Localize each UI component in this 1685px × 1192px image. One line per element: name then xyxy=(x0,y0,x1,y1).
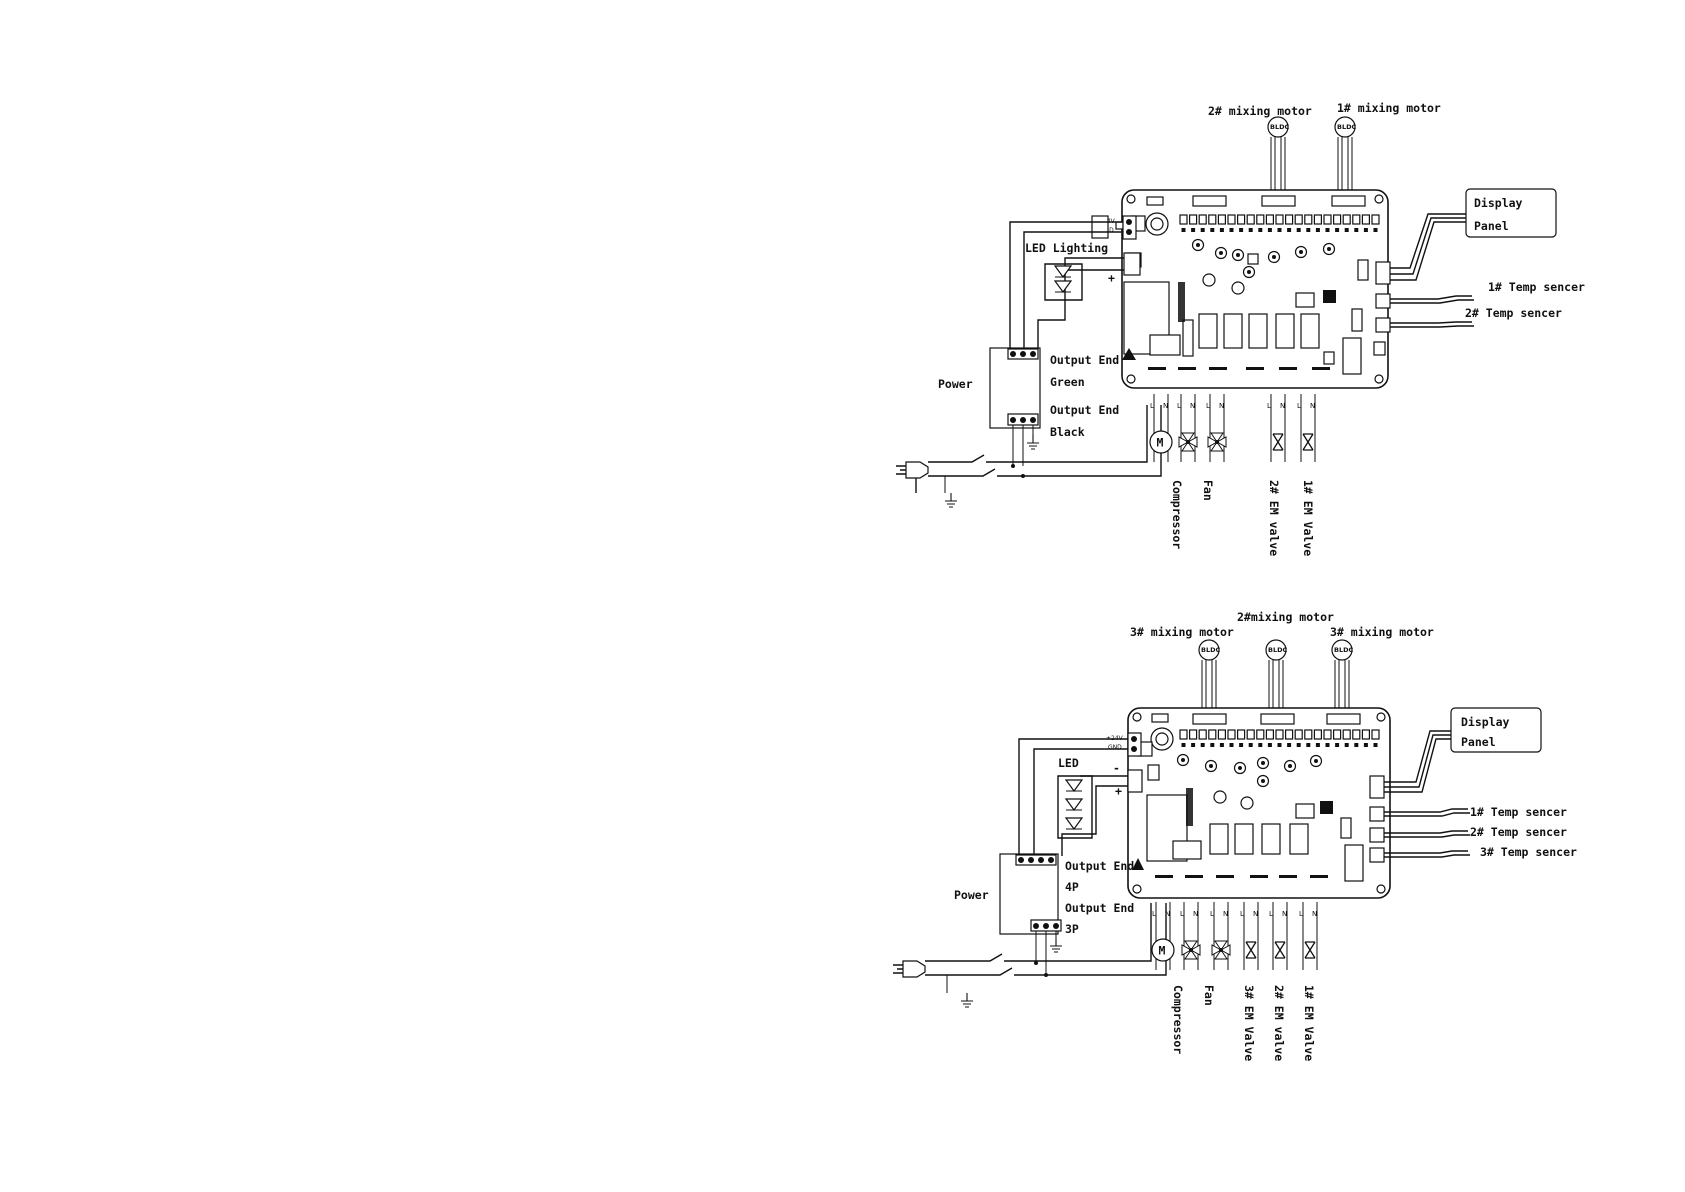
temp-sensor-3-label: 3# Temp sencer xyxy=(1480,845,1577,859)
fan-icon xyxy=(1211,940,1231,960)
em-valve-1-label: 1# EM Valve xyxy=(1301,480,1315,556)
fan-icon xyxy=(1178,432,1198,452)
terminal-n-label: N xyxy=(1282,910,1287,918)
svg-text:BLDC: BLDC xyxy=(1270,123,1289,131)
green-wire-label: Green xyxy=(1050,375,1085,389)
terminal-n-label: N xyxy=(1219,402,1224,410)
mains-plug-icon xyxy=(892,960,926,978)
terminal-n-label: N xyxy=(1165,910,1170,918)
temp-sensor-1-label: 1# Temp sencer xyxy=(1470,805,1567,819)
plus-sign: + xyxy=(1108,271,1115,285)
bldc-motor-icon: BLDC xyxy=(1265,639,1287,661)
terminal-n-label: N xyxy=(1193,910,1198,918)
valve-icon xyxy=(1274,941,1286,959)
output-end-label: Output End xyxy=(1050,403,1119,417)
em-valve-1-label: 1# EM Valve xyxy=(1302,985,1316,1061)
display-panel-label: Display xyxy=(1461,715,1510,729)
warning-icon xyxy=(1122,348,1136,360)
bldc-motor-icon: BLDC xyxy=(1198,639,1220,661)
valve-icon xyxy=(1304,941,1316,959)
svg-text:BLDC: BLDC xyxy=(1201,646,1220,654)
terminal-l-label: L xyxy=(1150,402,1154,410)
led-connector xyxy=(1123,252,1141,276)
compressor-label: Compressor xyxy=(1171,985,1185,1054)
fan-label: Fan xyxy=(1201,480,1215,501)
warning-icon xyxy=(1132,858,1144,870)
compressor-motor-icon xyxy=(1151,938,1175,962)
terminal-l-label: L xyxy=(1240,910,1244,918)
fan-label: Fan xyxy=(1202,985,1216,1006)
terminal-l-label: L xyxy=(1297,402,1301,410)
terminal-l-label: L xyxy=(1152,910,1156,918)
display-panel-label: Panel xyxy=(1474,219,1509,233)
bldc-motor-icon: BLDC xyxy=(1267,116,1289,138)
display-panel-label: Display xyxy=(1474,196,1523,210)
valve-icon xyxy=(1272,433,1284,451)
3p-label: 3P xyxy=(1065,922,1079,936)
display-panel-label: Panel xyxy=(1461,735,1496,749)
compressor-motor-icon xyxy=(1149,430,1173,454)
terminal-n-label: N xyxy=(1190,402,1195,410)
svg-text:BLDC: BLDC xyxy=(1337,123,1356,131)
display-connector xyxy=(1375,261,1391,285)
supply-pin-label: GND xyxy=(1108,744,1122,751)
terminal-n-label: N xyxy=(1310,402,1315,410)
power-label: Power xyxy=(954,888,989,902)
black-wire-label: Black xyxy=(1050,425,1085,439)
mixing-motor-3-label: 3# mixing motor xyxy=(1130,625,1234,639)
mixing-motor-1-label: 1# mixing motor xyxy=(1337,101,1441,115)
mixing-motor-2-label: 2#mixing motor xyxy=(1237,610,1334,624)
svg-text:BLDC: BLDC xyxy=(1334,646,1353,654)
plus-sign: + xyxy=(1115,784,1122,798)
display-connector xyxy=(1369,775,1385,799)
valve-icon xyxy=(1245,941,1257,959)
mixing-motor-3-label: 3# mixing motor xyxy=(1330,625,1434,639)
led-label: LED xyxy=(1058,756,1079,770)
em-valve-2-label: 2# EM valve xyxy=(1267,480,1281,556)
terminal-n-label: N xyxy=(1312,910,1317,918)
terminal-n-label: N xyxy=(1163,402,1168,410)
terminal-l-label: L xyxy=(1206,402,1210,410)
minus-sign: - xyxy=(1113,761,1120,775)
temp-sensor-2-label: 2# Temp sencer xyxy=(1470,825,1567,839)
led-lighting-label: LED Lighting xyxy=(1025,241,1108,255)
mains-plug-icon xyxy=(895,461,929,479)
display-panel-box xyxy=(1465,188,1557,238)
em-valve-2-label: 2# EM valve xyxy=(1272,985,1286,1061)
output-end-label: Output End xyxy=(1065,859,1134,873)
output-end-label: Output End xyxy=(1050,353,1119,367)
terminal-l-label: L xyxy=(1269,910,1273,918)
terminal-n-label: N xyxy=(1280,402,1285,410)
bldc-motor-icon: BLDC xyxy=(1331,639,1353,661)
motor-symbol: M xyxy=(1159,944,1166,958)
output-end-label: Output End xyxy=(1065,901,1134,915)
led-connector xyxy=(1127,769,1143,793)
svg-text:BLDC: BLDC xyxy=(1268,646,1287,654)
terminal-l-label: L xyxy=(1210,910,1214,918)
terminal-l-label: L xyxy=(1267,402,1271,410)
4p-label: 4P xyxy=(1065,880,1079,894)
wiring-diagram-2: 2#mixing motor 3# mixing motor 3# mixing… xyxy=(892,610,1577,1061)
mixing-motor-2-label: 2# mixing motor xyxy=(1208,104,1312,118)
display-panel-box xyxy=(1450,707,1542,753)
em-valve-3-label: 3# EM Valve xyxy=(1242,985,1256,1061)
fan-icon xyxy=(1181,940,1201,960)
temp-sensor-1-label: 1# Temp sencer xyxy=(1488,280,1585,294)
power-label: Power xyxy=(938,377,973,391)
temp-sensor-2-label: 2# Temp sencer xyxy=(1465,306,1562,320)
bldc-motor-icon: BLDC xyxy=(1334,116,1356,138)
terminal-n-label: N xyxy=(1253,910,1258,918)
motor-symbol: M xyxy=(1157,436,1164,450)
terminal-l-label: L xyxy=(1177,402,1181,410)
valve-icon xyxy=(1302,433,1314,451)
terminal-n-label: N xyxy=(1223,910,1228,918)
wiring-diagram-1: 2# mixing motor 1# mixing motor BLDC BLD… xyxy=(895,101,1585,556)
terminal-l-label: L xyxy=(1180,910,1184,918)
compressor-label: Compressor xyxy=(1170,480,1184,549)
terminal-l-label: L xyxy=(1299,910,1303,918)
fan-icon xyxy=(1207,432,1227,452)
